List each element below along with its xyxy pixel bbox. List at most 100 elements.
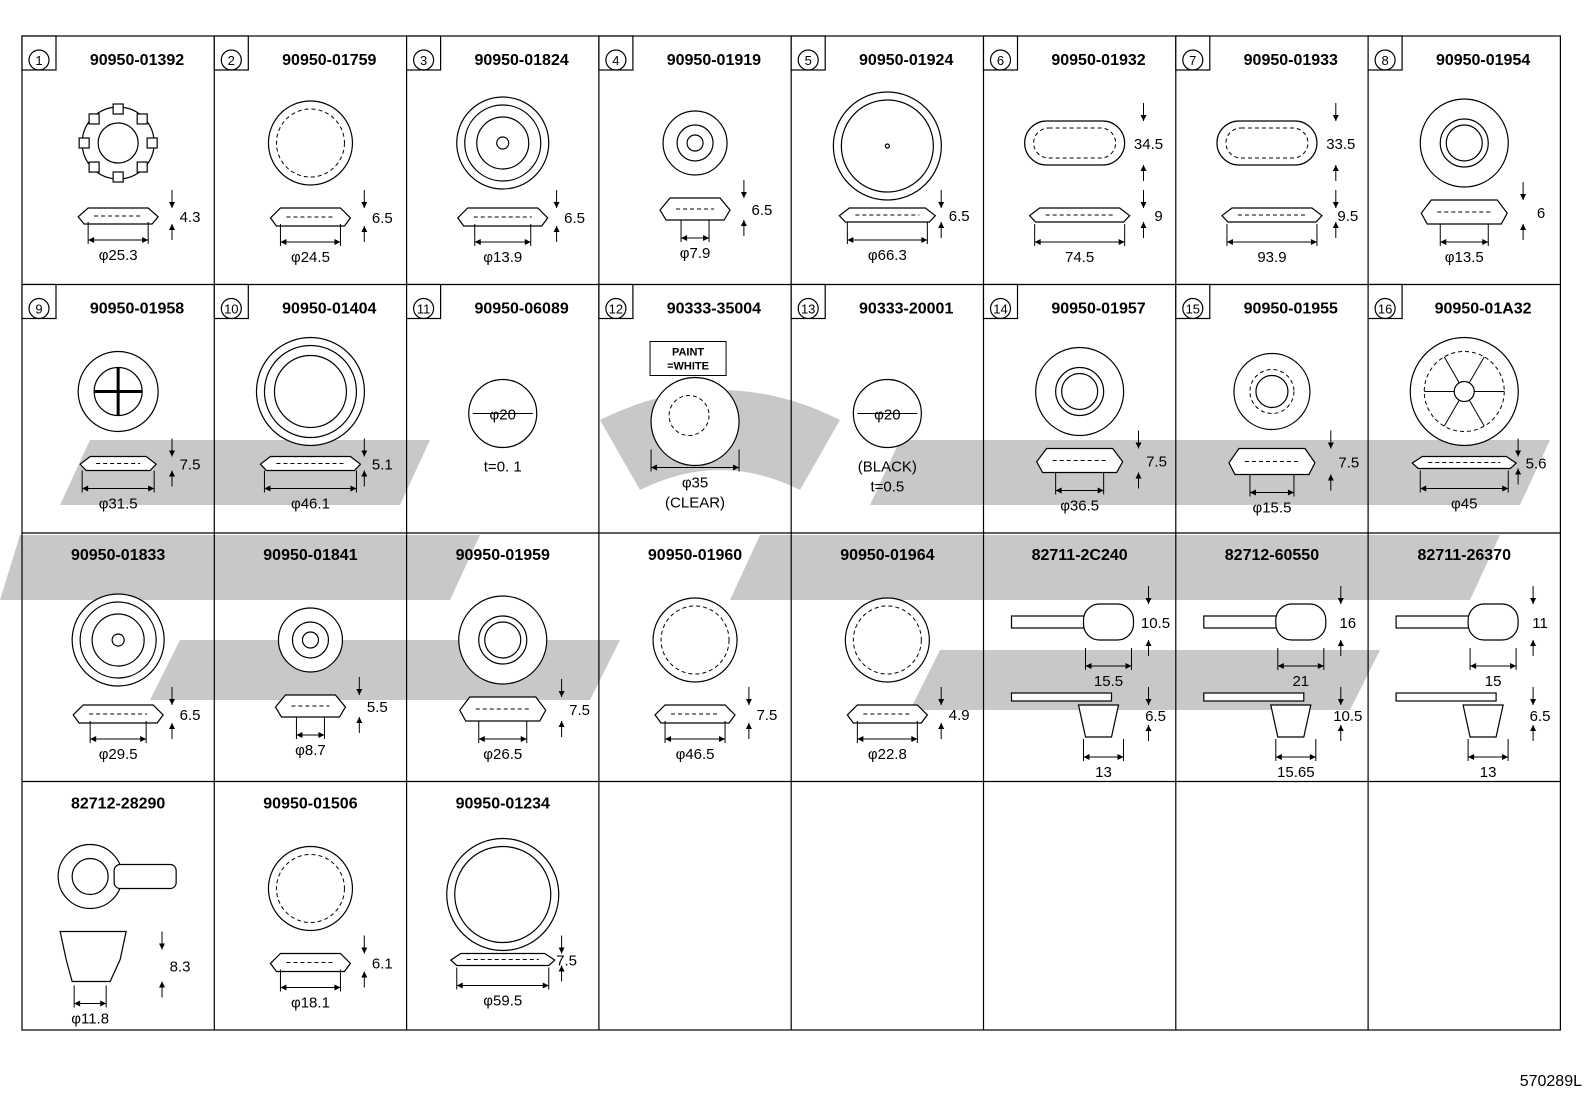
- spoke: [1468, 356, 1485, 384]
- dim-arrowhead: [921, 237, 928, 243]
- index-number: 15: [1186, 302, 1200, 317]
- spoke: [1468, 399, 1485, 427]
- dim-arrowhead: [296, 732, 303, 738]
- hidden-ring: [275, 108, 345, 178]
- dim-arrowhead: [1085, 663, 1092, 669]
- dim-arrowhead: [159, 981, 165, 988]
- side-profile: [1035, 447, 1124, 474]
- dim-arrowhead: [1287, 489, 1294, 496]
- inner-ring: [476, 116, 530, 170]
- dimension-diameter: 13: [1095, 764, 1112, 781]
- inner-hole: [1055, 366, 1105, 417]
- drawing-code: 570289L: [1519, 1073, 1582, 1090]
- dim-arrowhead: [1145, 598, 1152, 604]
- dim-arrowhead: [356, 689, 363, 695]
- dim-arrowhead: [361, 226, 368, 232]
- spoke: [1443, 356, 1460, 384]
- dim-arrowhead: [1468, 754, 1475, 760]
- dimension-height: 6.5: [372, 210, 393, 227]
- dim-arrowhead: [1140, 202, 1147, 208]
- dim-arrowhead: [1420, 485, 1427, 492]
- dim-arrowhead: [740, 192, 747, 198]
- index-box: [1367, 283, 1403, 320]
- index-circle: [220, 49, 242, 71]
- part-cell: 90950-01959 7.5 φ26.5: [456, 547, 590, 763]
- spoke: [1443, 399, 1460, 427]
- dim-arrowhead: [938, 222, 945, 228]
- hidden-ring: [275, 854, 345, 923]
- dim-arrowhead: [1140, 222, 1147, 228]
- dimension-diameter: φ25.3: [99, 247, 138, 264]
- hidden-ring: [660, 605, 730, 675]
- gear-tooth: [136, 113, 148, 125]
- dimension-height: 34.5: [1134, 136, 1163, 153]
- part-number: 90950-01824: [474, 52, 568, 69]
- clamp-ring: [1275, 603, 1327, 641]
- dimension-height: 9.5: [1337, 208, 1358, 225]
- dim-arrowhead: [1510, 663, 1517, 669]
- inner-ring: [273, 354, 348, 429]
- index-circle: [1182, 297, 1204, 320]
- dim-arrowhead: [938, 723, 945, 729]
- dim-arrowhead: [90, 736, 97, 742]
- index-number: 10: [224, 302, 238, 317]
- dim-arrowhead: [82, 485, 89, 492]
- side-profile: [1028, 207, 1131, 223]
- part-number: 90950-01958: [90, 301, 184, 318]
- dimension-height: 8.3: [170, 959, 191, 976]
- inner-hole: [478, 615, 528, 665]
- dim-arrowhead: [169, 723, 175, 729]
- dimension-diameter: 21: [1292, 673, 1309, 690]
- index-number: 3: [420, 53, 427, 68]
- dimension-height: 7.5: [1338, 455, 1359, 472]
- index-box: [1367, 35, 1403, 71]
- side-profile: [259, 455, 362, 472]
- part-number: 90950-01759: [282, 52, 376, 69]
- dimension-diameter: φ26.5: [483, 746, 522, 763]
- side-profile: [1420, 199, 1508, 225]
- dim-arrowhead: [159, 943, 165, 950]
- index-circle: [605, 297, 627, 320]
- dim-arrowhead: [169, 224, 175, 230]
- part-number: 90950-01964: [840, 547, 934, 564]
- part-number: 90950-01932: [1051, 52, 1145, 69]
- dim-arrowhead: [100, 1000, 107, 1007]
- dim-arrowhead: [1277, 663, 1284, 669]
- center-hole: [686, 134, 704, 152]
- dimension-height: 7.5: [180, 457, 201, 474]
- dimension-height: 10.5: [1141, 615, 1170, 632]
- dim-arrowhead: [1055, 487, 1062, 494]
- part-number: 90950-01234: [456, 796, 550, 813]
- clamp-body: [1270, 704, 1312, 738]
- part-number: 82711-26370: [1418, 547, 1512, 564]
- top-view-outline: [1419, 98, 1509, 188]
- dim-arrowhead: [361, 971, 368, 978]
- dim-arrowhead: [857, 736, 864, 742]
- index-circle: [605, 49, 627, 71]
- dim-arrowhead: [1309, 754, 1316, 760]
- part-number: 90950-01955: [1244, 301, 1338, 318]
- dim-arrowhead: [361, 202, 368, 208]
- dimension-height: 7.5: [569, 702, 590, 719]
- dim-arrowhead: [1337, 699, 1344, 705]
- dimension-diameter: φ13.9: [483, 249, 522, 266]
- dimension-diameter: φ8.7: [295, 742, 326, 759]
- dimension-height: 33.5: [1326, 136, 1355, 153]
- dim-arrowhead: [456, 982, 463, 989]
- dim-arrowhead: [74, 1000, 81, 1007]
- top-view-outline: [662, 110, 728, 176]
- dim-arrowhead: [524, 239, 531, 245]
- part-number: 90950-01959: [456, 547, 550, 564]
- watermark-bar: [150, 640, 620, 700]
- inner-ring: [97, 122, 139, 164]
- center-hole: [884, 143, 890, 149]
- index-box: [598, 283, 634, 320]
- dimension-height: 10.5: [1333, 708, 1362, 725]
- index-number: 13: [801, 302, 815, 317]
- dim-arrowhead: [1502, 485, 1509, 492]
- dim-arrowhead: [350, 485, 357, 492]
- color-label: (CLEAR): [665, 495, 725, 512]
